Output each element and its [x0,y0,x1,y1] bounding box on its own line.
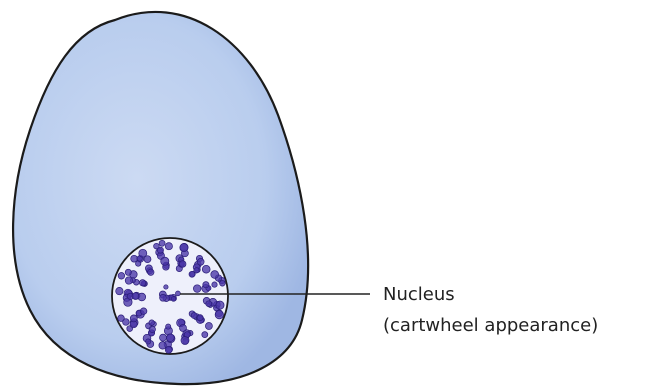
chromatin-granule [181,337,189,345]
chromatin-granule [149,326,155,332]
chromatin-granule [202,332,208,338]
chromatin-granule [118,315,125,322]
chromatin-granule [159,240,165,246]
chromatin-granule [161,257,169,265]
chromatin-granule [211,271,219,279]
chromatin-granule [212,282,217,287]
chromatin-granule [132,293,139,300]
chromatin-granule [116,287,123,294]
chromatin-granule [220,281,226,287]
chromatin-granule [164,285,168,289]
chromatin-granule [130,315,137,322]
chromatin-granule [165,346,172,353]
chromatin-granule [125,277,132,284]
chromatin-granule [140,308,147,315]
chromatin-granule [125,269,131,275]
chromatin-granule [215,311,223,319]
chromatin-granule [139,249,147,257]
chromatin-granule [118,273,125,280]
chromatin-granule [131,255,138,262]
chromatin-granule [159,342,166,349]
chromatin-granule [179,261,186,268]
chromatin-granule [171,297,176,302]
chromatin-granule [160,334,167,341]
chromatin-granule [203,282,209,288]
chromatin-granule [180,325,187,332]
chromatin-granule [139,280,145,286]
chromatin-granule [193,285,201,293]
chromatin-granule [202,265,210,273]
chromatin-granule [191,313,197,319]
nucleus-label-description: (cartwheel appearance) [383,315,598,336]
chromatin-granule [176,291,181,296]
chromatin-granule [157,247,163,253]
nucleus-label: Nucleus [383,284,455,305]
chromatin-granule [166,334,174,342]
chromatin-granule [149,320,155,326]
chromatin-granule [160,294,167,301]
chromatin-granule [148,269,154,275]
chromatin-granule [205,323,212,330]
chromatin-granule [216,301,224,309]
chromatin-granule [197,315,203,321]
chromatin-granule [146,339,151,344]
chromatin-granule [194,268,199,273]
chromatin-granule [180,244,188,252]
chromatin-granule [206,301,212,307]
chromatin-granule [165,243,172,250]
chromatin-granule [136,261,141,266]
nucleus [112,238,228,354]
chromatin-granule [166,324,171,329]
